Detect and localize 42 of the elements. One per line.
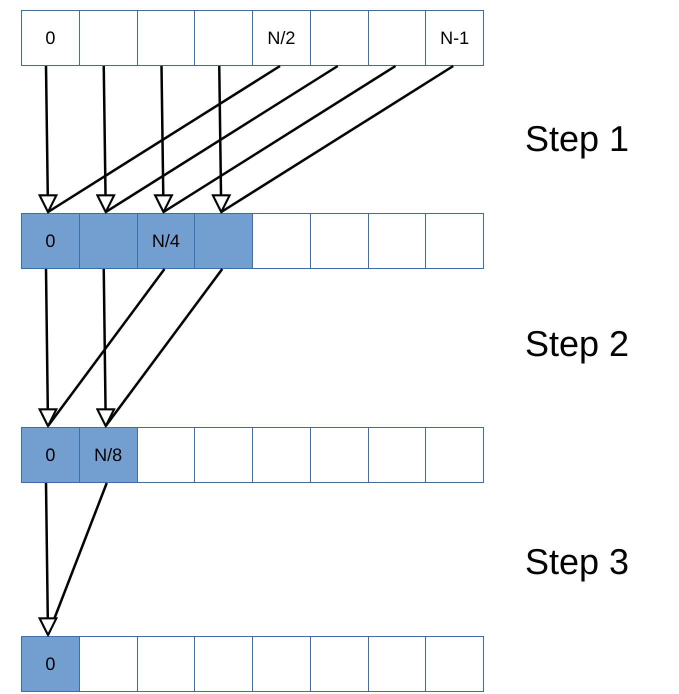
array-cell: [194, 213, 253, 269]
array-cell: [194, 10, 253, 66]
array-cell: [310, 636, 368, 692]
array-cell: N/2: [252, 10, 311, 66]
array-cell: N/8: [78, 427, 138, 483]
array-cell: [136, 10, 196, 66]
array-cell: N/4: [136, 213, 196, 269]
arrow: [96, 64, 338, 214]
array-cell: [136, 427, 196, 483]
arrow: [38, 482, 108, 636]
step-label: Step 2: [525, 323, 630, 365]
arrow: [212, 64, 454, 214]
array-cell: [310, 427, 368, 483]
array-cell: [368, 427, 426, 483]
array-cell: [310, 213, 368, 269]
array-cell: [78, 10, 138, 66]
array-cell: [136, 636, 196, 692]
array-cell: [425, 427, 484, 483]
array-cell: [425, 213, 484, 269]
array-cell: [368, 213, 426, 269]
array-cell: 0: [21, 427, 80, 483]
array-cell: 0: [21, 10, 80, 66]
array-cell: [310, 10, 368, 66]
array-cell: [252, 213, 311, 269]
array-cell: [252, 427, 311, 483]
array-cell: 0: [21, 213, 80, 269]
array-cell: [425, 636, 484, 692]
arrow: [38, 64, 281, 214]
array-cell: [368, 636, 426, 692]
array-cell: [78, 213, 138, 269]
array-cell: 0: [21, 636, 80, 692]
arrow: [154, 64, 396, 214]
step-label: Step 1: [525, 118, 630, 160]
arrow: [38, 268, 166, 427]
array-cell: [78, 636, 138, 692]
array-cell: [194, 427, 253, 483]
array-cell: [252, 636, 311, 692]
arrow: [96, 268, 224, 427]
step-label: Step 3: [525, 541, 630, 583]
array-cell: [194, 636, 253, 692]
array-cell: N-1: [425, 10, 484, 66]
array-cell: [368, 10, 426, 66]
